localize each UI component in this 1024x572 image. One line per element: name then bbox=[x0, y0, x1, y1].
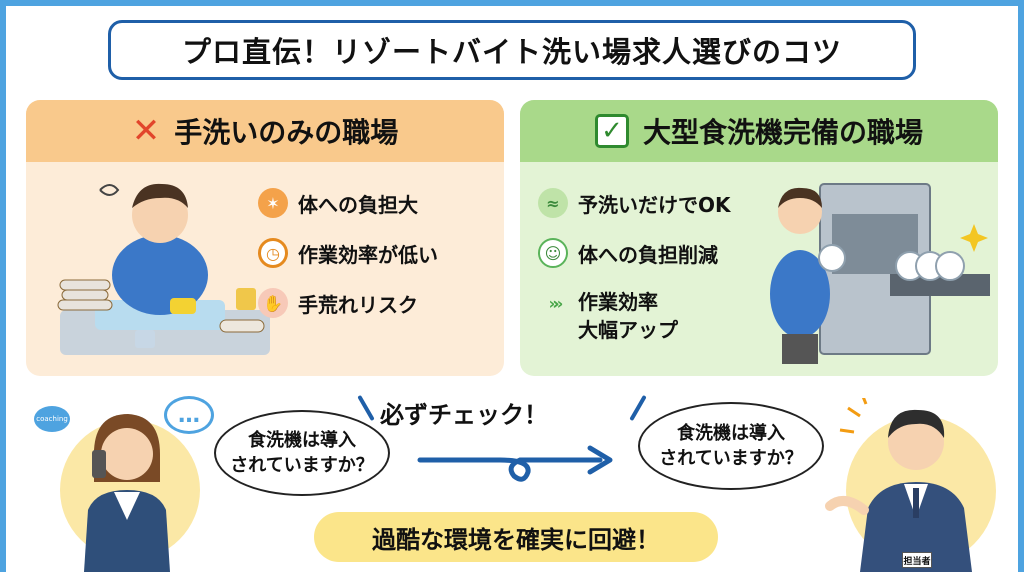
staff-man-illustration bbox=[825, 398, 972, 572]
caller-speech-text: 食洗機は導入 されていますか？ bbox=[230, 429, 374, 476]
rough-hand-item: ✋ 手荒れリスク bbox=[258, 288, 418, 318]
rough-hand-label: 手荒れリスク bbox=[298, 292, 418, 317]
hand-wash-panel-header: ✕ 手洗いのみの職場 bbox=[26, 100, 504, 162]
caller-woman-illustration bbox=[84, 414, 170, 572]
smile-icon: ☺ bbox=[538, 238, 568, 268]
worker-legs bbox=[782, 334, 818, 364]
dish-stack-1 bbox=[59, 279, 111, 291]
staff-name-badge-text: 担当者 bbox=[903, 556, 931, 567]
dishwasher-worker-illustration bbox=[770, 183, 990, 364]
worker-head bbox=[778, 190, 822, 234]
staff-tie bbox=[913, 488, 919, 518]
caller-body bbox=[84, 490, 170, 572]
sponge bbox=[170, 298, 196, 314]
rinse-icon: ≈ bbox=[538, 188, 568, 218]
mug-left bbox=[135, 330, 155, 348]
dishwasher-panel-header: ✓ 大型食洗機完備の職場 bbox=[520, 100, 998, 162]
caller-collar bbox=[114, 492, 140, 520]
cross-icon: ✕ bbox=[131, 111, 161, 151]
worker-body bbox=[112, 235, 208, 315]
pre-rinse-item: ≈ 予洗いだけでOK bbox=[538, 188, 731, 218]
hand-wash-heading: 手洗いのみの職場 bbox=[174, 116, 399, 149]
worker-head bbox=[132, 187, 188, 243]
dish-stack-2 bbox=[61, 289, 109, 301]
efficiency-label: 作業効率が低い bbox=[298, 242, 438, 267]
check-label: 必ずチェック！ bbox=[380, 401, 548, 429]
caller-head bbox=[101, 428, 153, 480]
dishwasher-panel: ✓ 大型食洗機完備の職場 ≈ 予洗いだけでOK ☺ 体への負担削減 »» 作業効… bbox=[520, 100, 998, 376]
efficiency-up-label: 作業効率 大幅アップ bbox=[578, 290, 678, 342]
sparkle bbox=[960, 224, 988, 252]
staff-head bbox=[888, 414, 944, 470]
worker-body bbox=[770, 250, 830, 338]
stress-swirl bbox=[99, 184, 120, 196]
staff-gesture-hand bbox=[825, 495, 869, 515]
staff-speech-text: 食洗機は導入 されていますか？ bbox=[659, 422, 803, 469]
reduced-burden-item: ☺ 体への負担削減 bbox=[538, 238, 718, 268]
chat-logo-text: coaching bbox=[36, 415, 68, 423]
body-burden-icon: ✶ bbox=[258, 188, 288, 218]
attention-lines bbox=[839, 398, 868, 434]
typing-dots-icon: … bbox=[164, 396, 214, 434]
staff-body bbox=[860, 482, 972, 572]
cup bbox=[236, 288, 256, 310]
caller-phone bbox=[92, 450, 106, 478]
hand-washing-worker-illustration bbox=[57, 183, 270, 355]
staff-speech-bubble: 食洗機は導入 されていますか？ bbox=[638, 402, 824, 490]
bottom-banner: 過酷な環境を確実に回避！ bbox=[314, 512, 718, 562]
plate-stack-right bbox=[219, 319, 265, 333]
clean-plate-3 bbox=[935, 251, 965, 281]
chat-logo-bubble: coaching bbox=[34, 406, 70, 432]
burden-item: ✶ 体への負担大 bbox=[258, 188, 418, 218]
rough-hand-icon: ✋ bbox=[258, 288, 288, 318]
caller-speech-bubble: 食洗機は導入 されていますか？ bbox=[214, 410, 390, 496]
dish-stack-3 bbox=[57, 299, 113, 311]
title-box: プロ直伝！リゾートバイト洗い場求人選びのコツ bbox=[108, 20, 916, 80]
pre-rinse-label: 予洗いだけでOK bbox=[578, 192, 731, 217]
staff-name-badge: 担当者 bbox=[902, 552, 932, 568]
double-arrow-icon: »» bbox=[548, 293, 564, 313]
hand-wash-panel: ✕ 手洗いのみの職場 ✶ 体への負担大 ◷ 作業効率が低い ✋ 手荒れリスク bbox=[26, 100, 504, 376]
checkbox-icon: ✓ bbox=[594, 114, 629, 148]
staff-hair bbox=[888, 409, 945, 438]
bottom-banner-text: 過酷な環境を確実に回避！ bbox=[372, 525, 660, 554]
page-title: プロ直伝！リゾートバイト洗い場求人選びのコツ bbox=[181, 35, 842, 69]
flow-arrow bbox=[417, 445, 613, 482]
dishwasher-heading: 大型食洗機完備の職場 bbox=[642, 116, 923, 149]
worker-hair bbox=[778, 187, 822, 208]
efficiency-up-item: »» 作業効率 大幅アップ bbox=[538, 288, 678, 344]
burden-label: 体への負担大 bbox=[298, 192, 418, 217]
efficiency-item: ◷ 作業効率が低い bbox=[258, 238, 438, 268]
held-plate bbox=[818, 244, 846, 272]
worker-hair bbox=[132, 183, 188, 208]
reduced-burden-label: 体への負担削減 bbox=[578, 242, 718, 267]
clock-icon: ◷ bbox=[258, 238, 288, 268]
